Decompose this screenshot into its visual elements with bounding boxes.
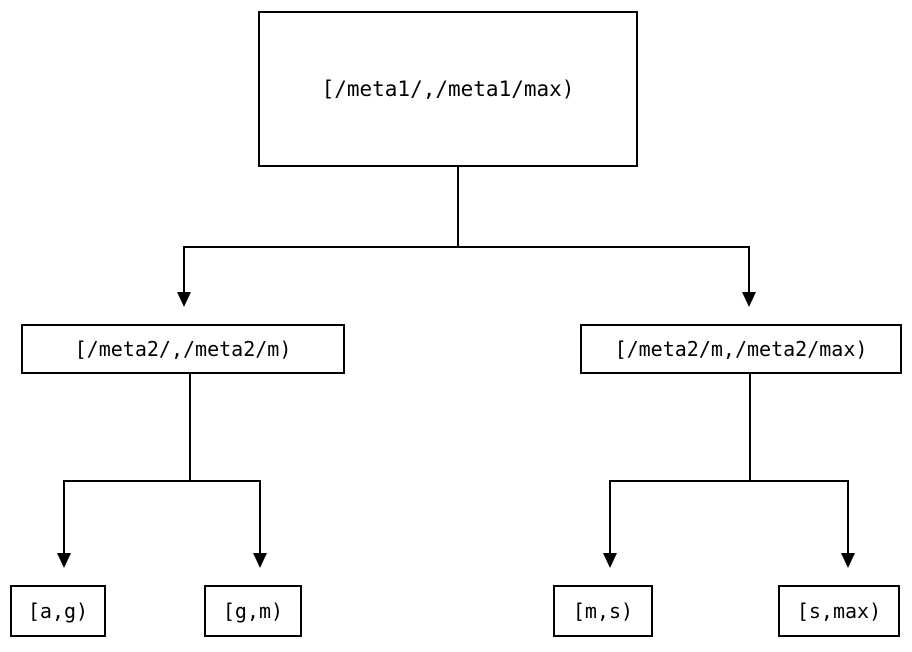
tree-node-leaf-ag[interactable]: [a,g) xyxy=(10,585,106,637)
node-label: [s,max) xyxy=(796,599,882,623)
edge-path xyxy=(188,374,262,553)
arrowhead-down-icon xyxy=(742,292,756,307)
tree-node-leaf-ms[interactable]: [m,s) xyxy=(553,585,653,637)
tree-node-leaf-smax[interactable]: [s,max) xyxy=(778,585,900,637)
node-label: [g,m) xyxy=(222,599,284,623)
edge-path xyxy=(62,374,192,553)
tree-node-leaf-gm[interactable]: [g,m) xyxy=(204,585,302,637)
node-label: [m,s) xyxy=(572,599,634,623)
node-label: [/meta2/,/meta2/m) xyxy=(74,337,292,361)
edge-path xyxy=(608,374,752,553)
tree-node-mid-left[interactable]: [/meta2/,/meta2/m) xyxy=(21,324,345,374)
arrowhead-down-icon xyxy=(841,553,855,568)
arrowhead-down-icon xyxy=(57,553,71,568)
edge-path xyxy=(456,167,751,292)
tree-node-root[interactable]: [/meta1/,/meta1/max) xyxy=(258,11,638,167)
edge-path xyxy=(748,374,850,553)
arrowhead-down-icon xyxy=(603,553,617,568)
node-label: [a,g) xyxy=(27,599,89,623)
arrowhead-down-icon xyxy=(253,553,267,568)
edge-mid-left-to-leaf-ag xyxy=(57,374,192,568)
edge-path xyxy=(182,167,460,292)
edge-root-to-mid-left xyxy=(177,167,460,307)
node-label: [/meta2/m,/meta2/max) xyxy=(614,337,868,361)
edge-mid-right-to-leaf-smax xyxy=(748,374,855,568)
edge-mid-right-to-leaf-ms xyxy=(603,374,752,568)
edge-mid-left-to-leaf-gm xyxy=(188,374,267,568)
node-label: [/meta1/,/meta1/max) xyxy=(321,77,575,101)
tree-node-mid-right[interactable]: [/meta2/m,/meta2/max) xyxy=(580,324,902,374)
arrowhead-down-icon xyxy=(177,292,191,307)
edge-root-to-mid-right xyxy=(456,167,756,307)
